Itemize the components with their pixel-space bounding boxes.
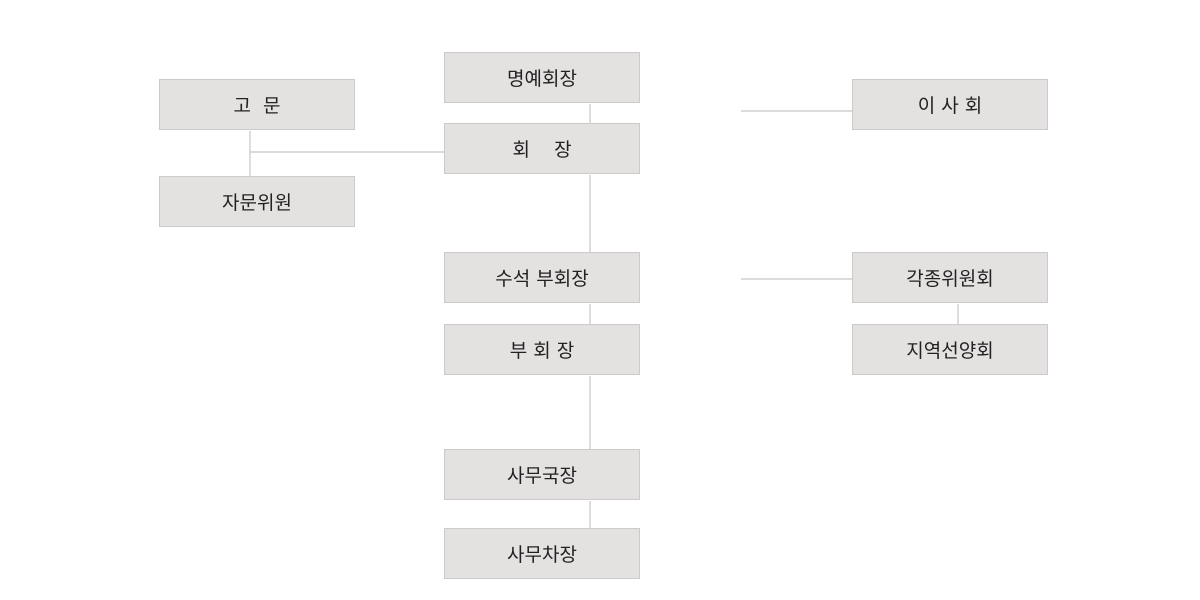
vice-president-box: 부 회 장: [444, 324, 640, 375]
advisory-committee-label: 자문위원: [222, 192, 292, 214]
senior-vice-president-label: 수석 부회장: [495, 268, 589, 290]
president-label: 회 장: [512, 139, 572, 161]
committees-label: 각종위원회: [906, 268, 994, 290]
regional-association-box: 지역선양회: [852, 324, 1048, 375]
deputy-secretary-general-box: 사무차장: [444, 528, 640, 579]
honorary-president-box: 명예회장: [444, 52, 640, 103]
advisor-label: 고 문: [233, 95, 281, 117]
advisory-committee-box: 자문위원: [159, 176, 355, 227]
advisor-box: 고 문: [159, 79, 355, 130]
board-of-directors-label: 이 사 회: [917, 95, 983, 117]
president-box: 회 장: [444, 123, 640, 174]
secretary-general-box: 사무국장: [444, 449, 640, 500]
honorary-president-label: 명예회장: [507, 68, 577, 90]
vice-president-label: 부 회 장: [509, 340, 575, 362]
senior-vice-president-box: 수석 부회장: [444, 252, 640, 303]
deputy-secretary-general-label: 사무차장: [507, 544, 577, 566]
secretary-general-label: 사무국장: [507, 465, 577, 487]
committees-box: 각종위원회: [852, 252, 1048, 303]
board-of-directors-box: 이 사 회: [852, 79, 1048, 130]
regional-association-label: 지역선양회: [906, 340, 994, 362]
